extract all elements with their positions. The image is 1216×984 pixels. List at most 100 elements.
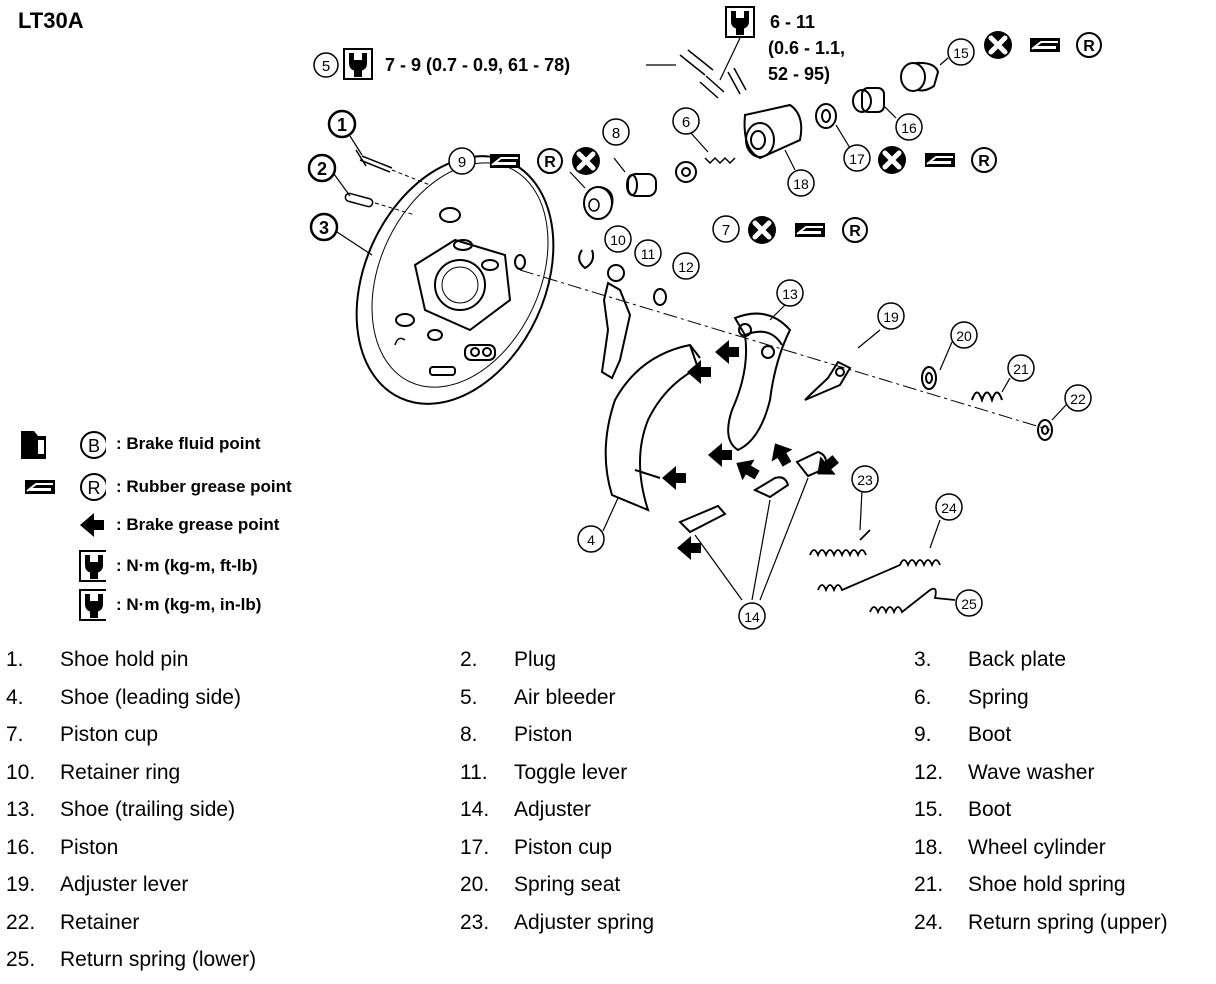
boot-piston-drawing [569, 131, 736, 220]
svg-text:10: 10 [610, 232, 626, 248]
part-number: 12. [914, 760, 944, 784]
svg-text:2: 2 [317, 159, 327, 179]
svg-text:14: 14 [744, 609, 760, 625]
part-number: 19. [6, 873, 36, 896]
part-number: 15. [914, 798, 944, 821]
part-number: 2. [460, 648, 478, 671]
part-number: 13. [6, 798, 36, 821]
part-number: 24. [914, 910, 944, 934]
adjuster-drawing [678, 450, 828, 601]
legend-label: : Brake fluid point [116, 434, 261, 453]
part-name: Adjuster [514, 798, 592, 821]
part-name: Boot [968, 798, 1012, 821]
svg-text:19: 19 [883, 309, 899, 325]
svg-text:R: R [849, 223, 861, 240]
part-number: 22. [6, 910, 36, 934]
svg-text:R: R [544, 154, 556, 171]
svg-text:21: 21 [1013, 361, 1029, 377]
callouts-left: 1 2 3 [307, 109, 373, 256]
springs-drawing [809, 489, 956, 615]
part-name: Shoe hold pin [60, 648, 189, 671]
svg-text:6 - 11: 6 - 11 [770, 12, 815, 32]
svg-text:16: 16 [901, 120, 917, 136]
legend-label: : Rubber grease point [116, 477, 292, 496]
part-number: 10. [6, 760, 36, 784]
brake-grease-arrow-icon [80, 513, 104, 537]
part-name: Adjuster lever [60, 873, 189, 896]
toggle-lever-drawing [578, 249, 667, 380]
torque-wrench-in-lb-icon [79, 589, 106, 621]
svg-text:23: 23 [857, 472, 873, 488]
part-number: 16. [6, 835, 36, 859]
svg-text:7 - 9 (0.7 - 0.9, 61 - 78): 7 - 9 (0.7 - 0.9, 61 - 78) [385, 55, 570, 75]
svg-text:6: 6 [682, 114, 690, 131]
svg-text:(0.6 - 1.1,: (0.6 - 1.1, [768, 38, 845, 58]
svg-text:R: R [978, 153, 990, 170]
part-name: Retainer [60, 910, 140, 934]
legend-label: : N·m (kg-m, ft-lb) [116, 556, 258, 575]
part-number: 1. [6, 648, 24, 671]
part-name: Piston [60, 835, 119, 859]
svg-text:1: 1 [337, 115, 347, 135]
svg-text:4: 4 [587, 532, 595, 548]
legend-label: : Brake grease point [116, 515, 280, 534]
callout-5-torque: 5 7 - 9 (0.7 - 0.9, 61 - 78) [313, 48, 676, 80]
part-number: 7. [6, 723, 24, 746]
part-number: 14. [460, 798, 490, 821]
hold-spring-parts-drawing [921, 341, 1067, 441]
part-number: 8. [460, 723, 478, 746]
legend-torque-ft-lb: : N·m (kg-m, ft-lb) [16, 549, 258, 583]
svg-text:7: 7 [722, 222, 730, 239]
diagram-title: LT30A [18, 8, 84, 33]
callout-numbers: 8 9 R 6 7 R 10 11 12 13 19 20 21 22 4 [448, 31, 1102, 630]
svg-text:18: 18 [793, 176, 809, 192]
part-name: Piston [514, 723, 573, 746]
svg-text:R: R [88, 478, 101, 498]
part-name: Boot [968, 723, 1012, 746]
svg-text:B: B [88, 436, 100, 456]
part-name: Back plate [968, 648, 1067, 671]
legend-label: : N·m (kg-m, in-lb) [116, 595, 262, 614]
part-name: Plug [514, 648, 557, 671]
svg-text:17: 17 [849, 151, 865, 167]
rubber-grease-icon: R [24, 473, 106, 501]
part-name: Wheel cylinder [968, 835, 1106, 859]
part-name: Air bleeder [514, 685, 616, 709]
svg-text:22: 22 [1070, 391, 1086, 407]
part-number: 3. [914, 648, 932, 671]
exploded-brake-diagram: 5 7 - 9 (0.7 - 0.9, 61 - 78) 6 - 11 (0.6… [307, 6, 1102, 630]
legend-torque-in-lb: : N·m (kg-m, in-lb) [16, 588, 261, 622]
svg-text:R: R [1083, 38, 1095, 55]
brake-grease-arrows [662, 340, 844, 560]
part-name: Spring [968, 685, 1029, 709]
svg-text:11: 11 [641, 246, 656, 262]
svg-text:9: 9 [458, 154, 466, 171]
trailing-shoe-drawing [727, 312, 792, 452]
part-name: Return spring (lower) [60, 948, 257, 971]
part-number: 21. [914, 873, 944, 896]
part-number: 18. [914, 835, 944, 859]
legend-brake-grease: : Brake grease point [16, 508, 279, 542]
part-name: Piston cup [514, 835, 613, 859]
part-name: Wave washer [968, 760, 1095, 784]
part-name: Adjuster spring [514, 910, 655, 934]
part-name: Retainer ring [60, 760, 181, 784]
part-name: Spring seat [514, 873, 621, 896]
shoe-hold-pin-drawing [344, 149, 431, 216]
svg-text:5: 5 [322, 58, 330, 75]
svg-text:20: 20 [956, 328, 972, 344]
part-name: Piston cup [60, 723, 159, 746]
assembly-axis-line [519, 269, 1051, 431]
legend-brake-fluid: B : Brake fluid point [16, 427, 261, 461]
part-name: Shoe (leading side) [60, 685, 241, 709]
part-number: 17. [460, 835, 490, 859]
cylinder-right-parts [815, 57, 949, 149]
torque-wrench-ft-lb-icon [79, 550, 106, 582]
part-number: 5. [460, 685, 478, 709]
part-name: Return spring (upper) [968, 910, 1168, 934]
part-number: 6. [914, 685, 932, 709]
part-number: 4. [6, 685, 24, 709]
brake-fluid-icon: B [21, 431, 106, 459]
part-number: 20. [460, 873, 490, 896]
part-number: 11. [460, 760, 488, 784]
